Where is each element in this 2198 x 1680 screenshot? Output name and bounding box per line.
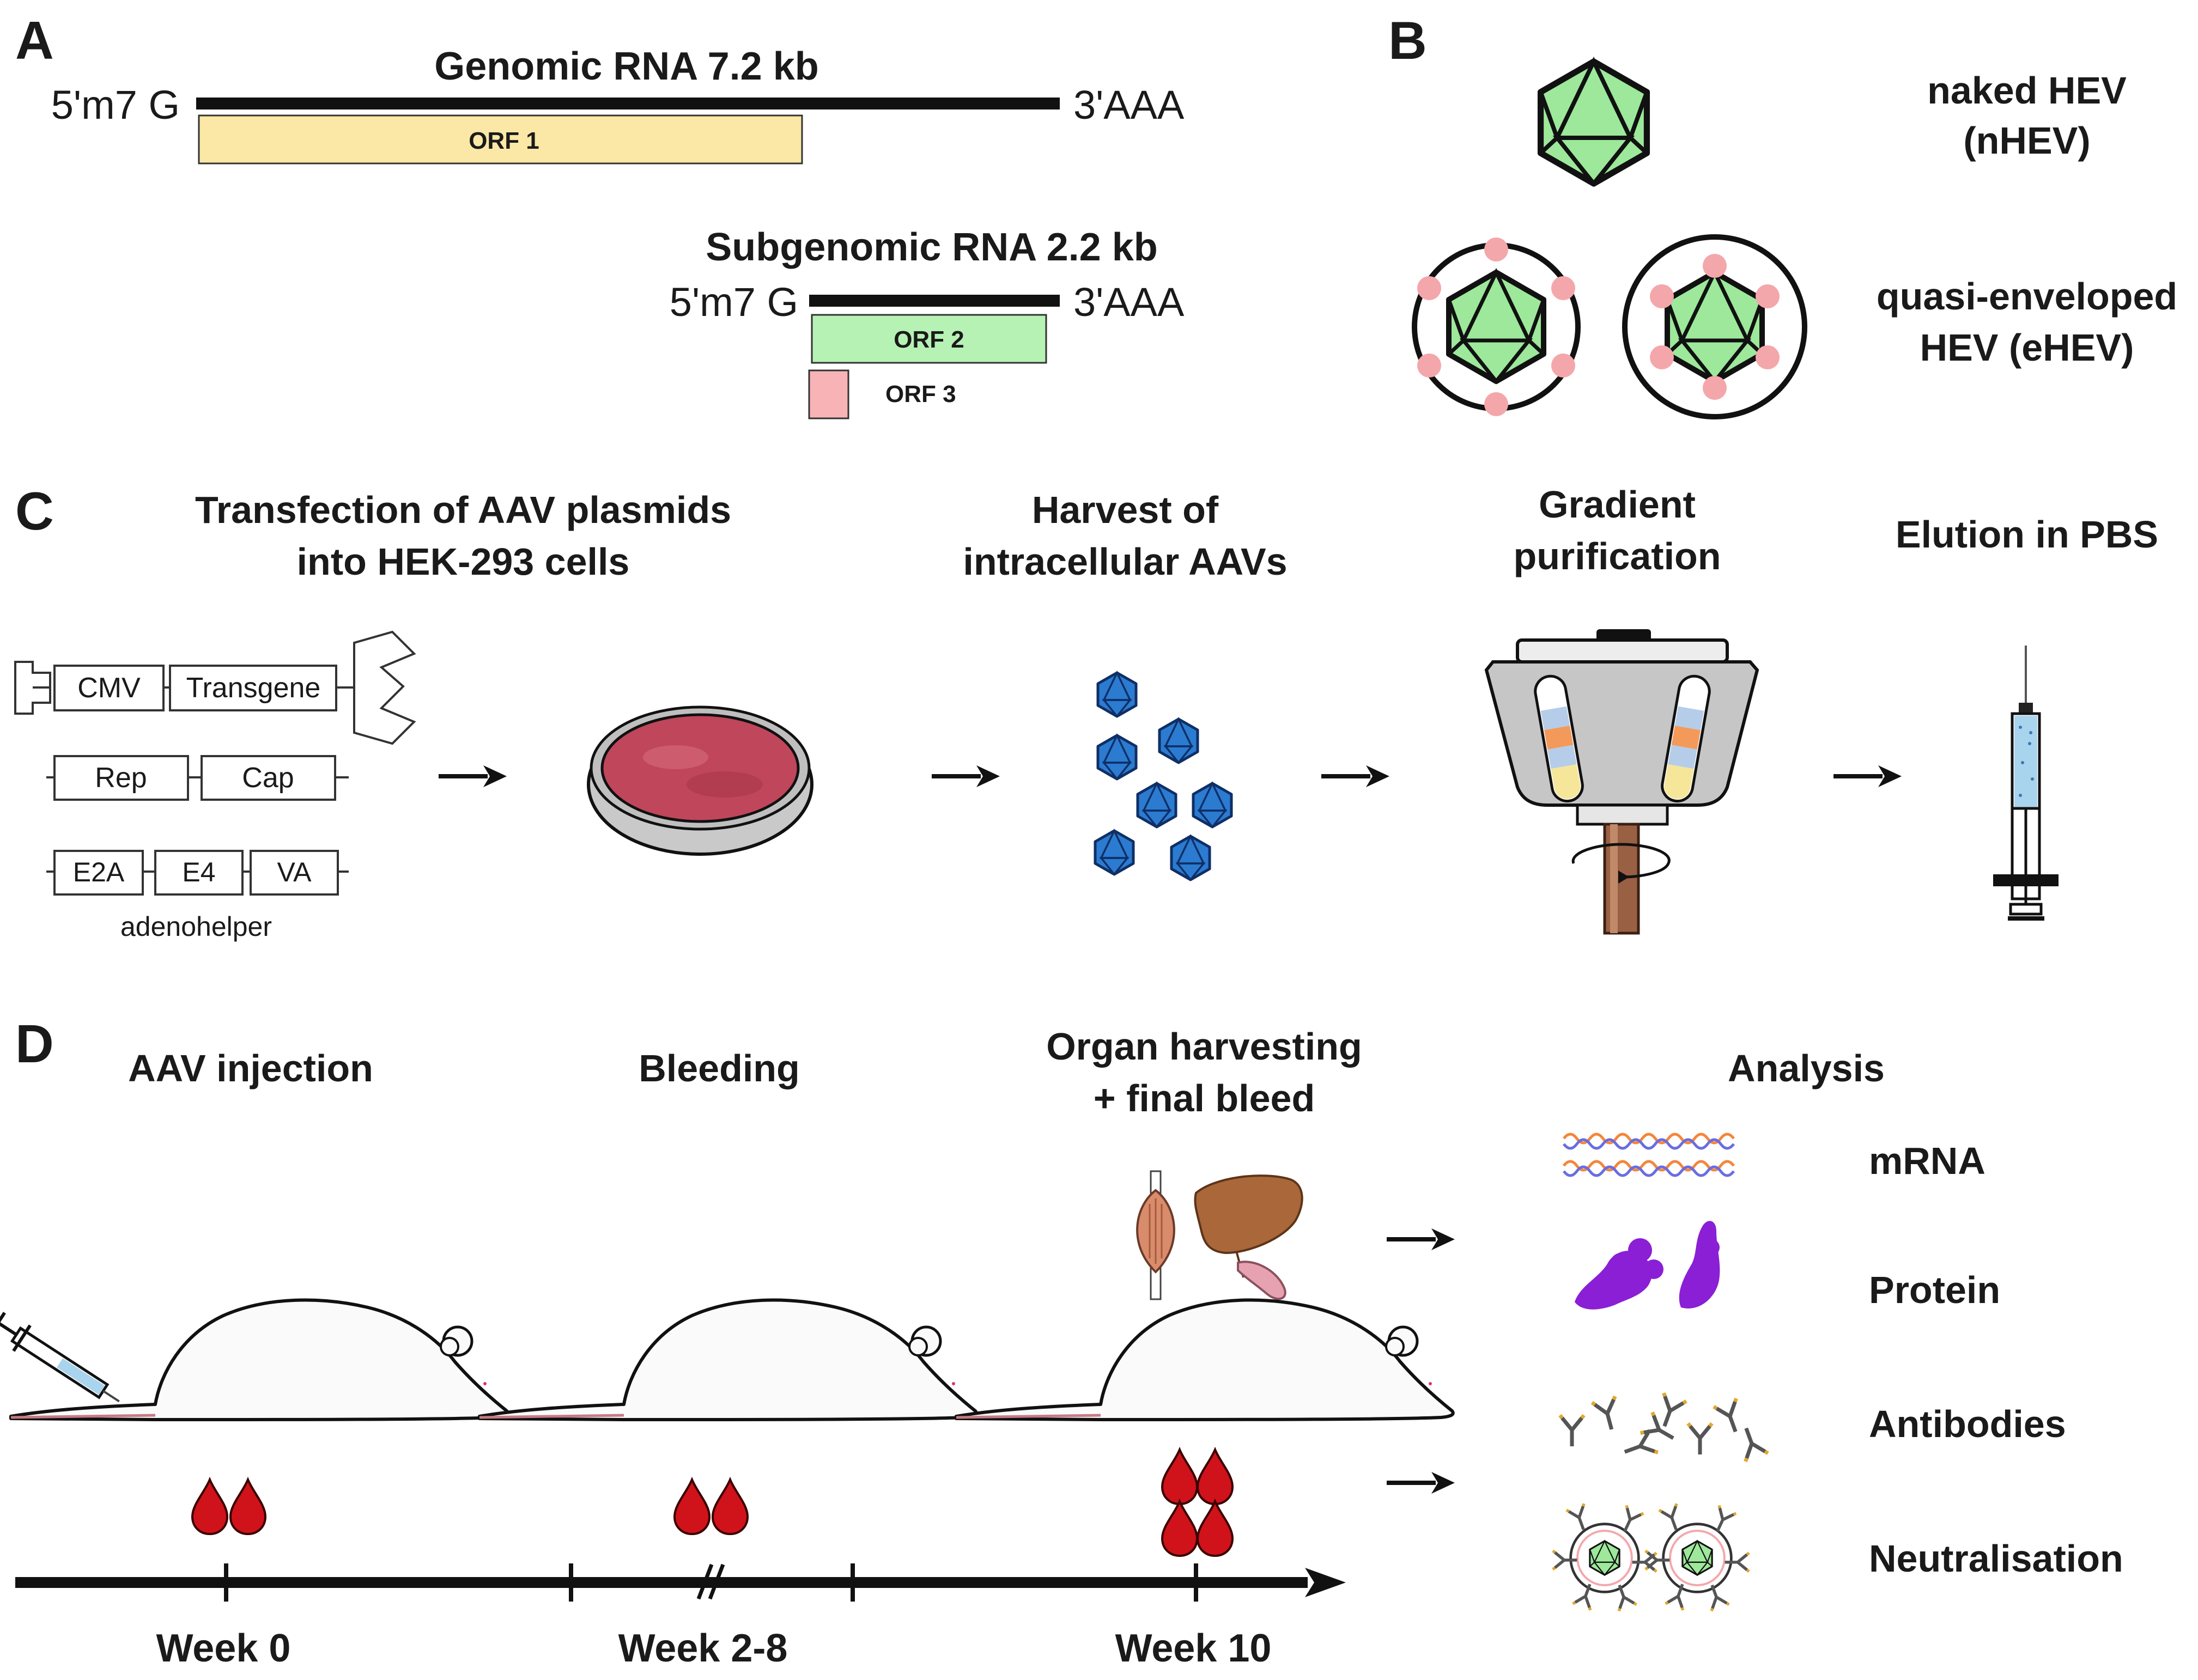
panel-label-c: C (15, 481, 54, 541)
blood-drops-week2-8 (673, 1478, 749, 1535)
panel-d: D AAV injection Bleeding Organ harvestin… (0, 1014, 2123, 1670)
panel-a: A Genomic RNA 7.2 kb 5'm7 G 3'AAA ORF 1 … (15, 10, 1185, 419)
orf1-label: ORF 1 (469, 127, 539, 154)
naked-hev-virion (1541, 62, 1647, 184)
cell-culture-dish (587, 705, 813, 856)
subgenomic-rna-title: Subgenomic RNA 2.2 kb (706, 226, 1157, 269)
step-organ-harvest-line2: + final bleed (1094, 1077, 1315, 1119)
naked-hev-label-line2: (nHEV) (1963, 119, 2090, 162)
subgenomic-five-prime-label: 5'm7 G (670, 279, 798, 325)
quasi-enveloped-label-line1: quasi-enveloped (1877, 275, 2177, 318)
plasmid-va-label: VA (277, 857, 312, 887)
protein-icon (1575, 1221, 1720, 1310)
aav-particles (1095, 673, 1231, 880)
mouse-week10 (956, 1300, 1453, 1420)
analysis-title: Analysis (1728, 1047, 1885, 1089)
orf2-box (811, 314, 1047, 364)
quasi-enveloped-label-line2: HEV (eHEV) (1920, 326, 2134, 369)
arrow-d2 (1387, 1472, 1455, 1494)
arrow-c2 (932, 765, 1000, 787)
antibodies-icon (1560, 1393, 1768, 1463)
step-harvest-line1: Harvest of (1032, 489, 1219, 531)
blood-drops-week0 (191, 1478, 266, 1535)
naked-hev-label-line1: naked HEV (1927, 69, 2127, 112)
plasmid-rep-label: Rep (95, 762, 147, 794)
analysis-mrna-label: mRNA (1869, 1140, 1986, 1182)
step-elution: Elution in PBS (1896, 513, 2158, 556)
step-gradient-line2: purification (1513, 535, 1721, 577)
timeline-axis (15, 1563, 1346, 1602)
panel-label-a: A (15, 10, 54, 70)
plasmid-adenohelper (46, 850, 349, 896)
orf1-box (198, 114, 803, 165)
arrow-c3 (1321, 765, 1389, 787)
arrow-c1 (439, 765, 507, 787)
arrow-c4 (1833, 765, 1902, 787)
panel-label-d: D (15, 1014, 54, 1074)
arrow-d1 (1387, 1228, 1455, 1250)
neutralised-virion-1 (1553, 1504, 1656, 1611)
orf3-box (808, 369, 849, 419)
genomic-rna-title: Genomic RNA 7.2 kb (434, 45, 819, 88)
step-harvest-line2: intracellular AAVs (963, 540, 1287, 583)
analysis-antibodies-label: Antibodies (1869, 1403, 2066, 1445)
plasmid-cap-label: Cap (242, 762, 294, 794)
step-gradient-line1: Gradient (1539, 483, 1696, 526)
analysis-protein-label: Protein (1869, 1269, 2000, 1311)
panel-c: C Transfection of AAV plasmids into HEK-… (14, 481, 2158, 942)
plasmid-cmv-label: CMV (77, 672, 141, 704)
organs-icon (1136, 1170, 1303, 1300)
mouse-week0 (11, 1300, 508, 1420)
panel-b: B naked HEV (nHEV) quasi-enveloped HEV (… (1388, 10, 2177, 419)
quasi-enveloped-hev-virion-2 (1622, 234, 1807, 419)
adenohelper-label: adenohelper (120, 911, 272, 942)
panel-label-b: B (1388, 10, 1427, 70)
orf3-label: ORF 3 (885, 381, 956, 407)
analysis-neutralisation-label: Neutralisation (1869, 1537, 2123, 1580)
timeline-week10: Week 10 (1115, 1627, 1272, 1670)
timeline-week2-8: Week 2-8 (618, 1627, 788, 1670)
step-organ-harvest-line1: Organ harvesting (1046, 1025, 1362, 1068)
blood-drops-week10 (1161, 1448, 1234, 1557)
subgenomic-three-prime-label: 3'AAA (1073, 279, 1185, 325)
plasmid-e2a-label: E2A (73, 857, 125, 887)
quasi-enveloped-hev-virion-1 (1412, 238, 1581, 416)
mouse-week2-8 (479, 1300, 976, 1420)
plasmid-e4-label: E4 (182, 857, 215, 887)
plasmid-transgene (14, 630, 416, 745)
genomic-five-prime-label: 5'm7 G (51, 82, 180, 127)
step-aav-injection: AAV injection (128, 1047, 373, 1089)
centrifuge (1484, 629, 1759, 935)
plasmid-transgene-label: Transgene (186, 672, 321, 704)
mrna-icon (1563, 1133, 1735, 1177)
neutralised-virion-2 (1646, 1504, 1749, 1611)
orf2-label: ORF 2 (894, 326, 964, 353)
injection-syringe-icon (0, 1312, 120, 1403)
step-transfection-line2: into HEK-293 cells (297, 540, 630, 583)
step-transfection-line1: Transfection of AAV plasmids (195, 489, 731, 531)
plasmid-rep-cap (46, 755, 349, 801)
timeline-week0: Week 0 (156, 1627, 291, 1670)
step-bleeding: Bleeding (639, 1047, 800, 1089)
genomic-three-prime-label: 3'AAA (1073, 82, 1185, 127)
syringe-icon (1993, 646, 2059, 921)
